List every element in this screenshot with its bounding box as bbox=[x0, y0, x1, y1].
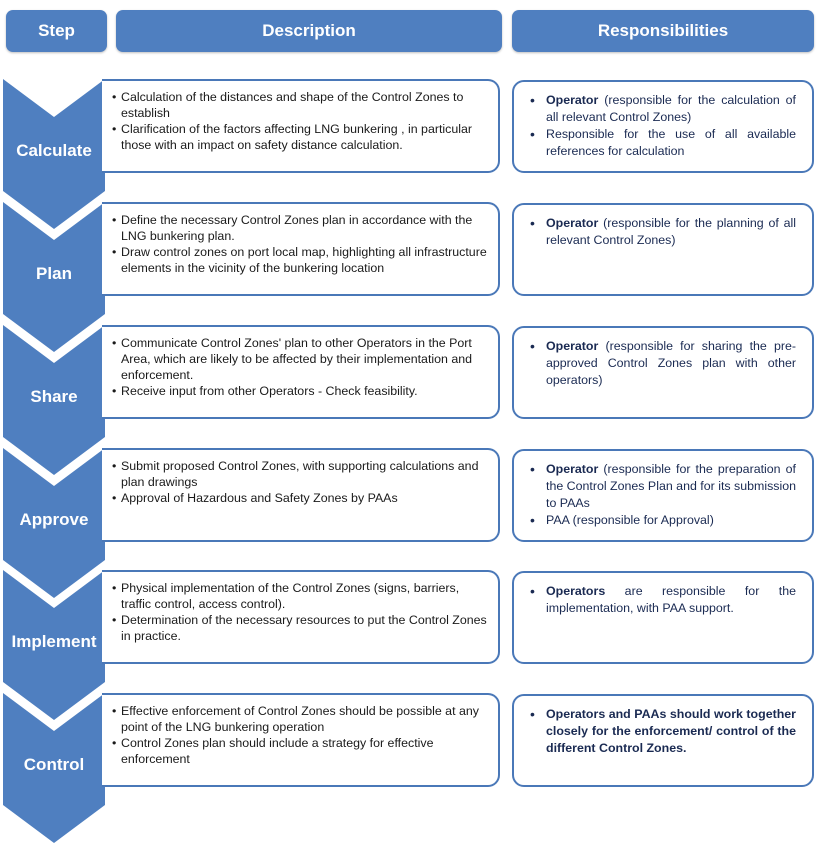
description-box: Calculation of the distances and shape o… bbox=[102, 79, 500, 173]
responsibilities-box: Operator (responsible for the preparatio… bbox=[512, 449, 814, 542]
responsibility-item: Responsible for the use of all available… bbox=[528, 126, 796, 160]
description-item: Submit proposed Control Zones, with supp… bbox=[112, 458, 492, 490]
responsible-party: Operators and PAAs should work together … bbox=[546, 707, 796, 755]
step-label: Control bbox=[23, 755, 85, 774]
step-chevron bbox=[3, 79, 105, 229]
responsibility-text: (responsible for sharing the pre-approve… bbox=[546, 339, 796, 387]
responsibilities-box: Operators and PAAs should work together … bbox=[512, 694, 814, 787]
description-list: Calculation of the distances and shape o… bbox=[112, 89, 492, 153]
responsibility-text: PAA (responsible for Approval) bbox=[546, 513, 714, 527]
step-chevron bbox=[3, 693, 105, 843]
responsible-party: Operator bbox=[546, 216, 599, 230]
responsibilities-list: Operator (responsible for the preparatio… bbox=[528, 461, 796, 529]
responsibility-item: Operator (responsible for the planning o… bbox=[528, 215, 796, 249]
step-chevron bbox=[3, 570, 105, 720]
description-box: Submit proposed Control Zones, with supp… bbox=[102, 448, 500, 542]
header-step: Step bbox=[6, 10, 107, 52]
description-item: Approval of Hazardous and Safety Zones b… bbox=[112, 490, 492, 506]
responsible-party: Operators bbox=[546, 584, 606, 598]
step-label: Share bbox=[30, 387, 78, 406]
description-item: Define the necessary Control Zones plan … bbox=[112, 212, 492, 244]
description-list: Define the necessary Control Zones plan … bbox=[112, 212, 492, 276]
responsibilities-list: Operator (responsible for the calculatio… bbox=[528, 92, 796, 160]
step-chevron bbox=[3, 202, 105, 352]
responsible-party: Operator bbox=[546, 93, 599, 107]
responsible-party: Operator bbox=[546, 339, 599, 353]
description-item: Physical implementation of the Control Z… bbox=[112, 580, 492, 612]
responsibilities-list: Operator (responsible for sharing the pr… bbox=[528, 338, 796, 389]
description-item: Control Zones plan should include a stra… bbox=[112, 735, 492, 767]
responsibilities-list: Operators and PAAs should work together … bbox=[528, 706, 796, 757]
responsible-party: Operator bbox=[546, 462, 599, 476]
step-label: Approve bbox=[19, 510, 89, 529]
responsibilities-list: Operator (responsible for the planning o… bbox=[528, 215, 796, 249]
description-item: Determination of the necessary resources… bbox=[112, 612, 492, 644]
responsibilities-box: Operator (responsible for the planning o… bbox=[512, 203, 814, 296]
header-description: Description bbox=[116, 10, 502, 52]
description-item: Receive input from other Operators - Che… bbox=[112, 383, 492, 399]
description-list: Communicate Control Zones' plan to other… bbox=[112, 335, 492, 399]
responsibility-text: are responsible for the implementation, … bbox=[546, 584, 796, 615]
responsibility-item: PAA (responsible for Approval) bbox=[528, 512, 796, 529]
responsibilities-box: Operator (responsible for sharing the pr… bbox=[512, 326, 814, 419]
responsibility-item: Operator (responsible for the calculatio… bbox=[528, 92, 796, 126]
responsibility-text: (responsible for the preparation of the … bbox=[546, 462, 797, 510]
step-label: Implement bbox=[11, 632, 97, 651]
description-list: Submit proposed Control Zones, with supp… bbox=[112, 458, 492, 506]
responsibility-item: Operator (responsible for sharing the pr… bbox=[528, 338, 796, 389]
responsibility-text: (responsible for the calculation of all … bbox=[546, 93, 796, 124]
step-label: Calculate bbox=[16, 141, 92, 160]
step-label: Plan bbox=[36, 264, 72, 283]
description-list: Effective enforcement of Control Zones s… bbox=[112, 703, 492, 767]
description-list: Physical implementation of the Control Z… bbox=[112, 580, 492, 644]
description-item: Calculation of the distances and shape o… bbox=[112, 89, 492, 121]
step-chevron bbox=[3, 325, 105, 475]
responsibility-text: (responsible for the planning of all rel… bbox=[546, 216, 796, 247]
description-box: Communicate Control Zones' plan to other… bbox=[102, 325, 500, 419]
description-item: Communicate Control Zones' plan to other… bbox=[112, 335, 492, 383]
responsibilities-list: Operators are responsible for the implem… bbox=[528, 583, 796, 617]
responsibility-item: Operator (responsible for the preparatio… bbox=[528, 461, 796, 512]
step-chevron bbox=[3, 448, 105, 598]
responsibilities-box: Operator (responsible for the calculatio… bbox=[512, 80, 814, 173]
responsibility-text: Responsible for the use of all available… bbox=[546, 127, 796, 158]
responsibility-item: Operators are responsible for the implem… bbox=[528, 583, 796, 617]
description-box: Effective enforcement of Control Zones s… bbox=[102, 693, 500, 787]
responsibility-item: Operators and PAAs should work together … bbox=[528, 706, 796, 757]
description-item: Draw control zones on port local map, hi… bbox=[112, 244, 492, 276]
description-item: Clarification of the factors affecting L… bbox=[112, 121, 492, 153]
description-box: Define the necessary Control Zones plan … bbox=[102, 202, 500, 296]
description-box: Physical implementation of the Control Z… bbox=[102, 570, 500, 664]
header-responsibilities: Responsibilities bbox=[512, 10, 814, 52]
description-item: Effective enforcement of Control Zones s… bbox=[112, 703, 492, 735]
responsibilities-box: Operators are responsible for the implem… bbox=[512, 571, 814, 664]
